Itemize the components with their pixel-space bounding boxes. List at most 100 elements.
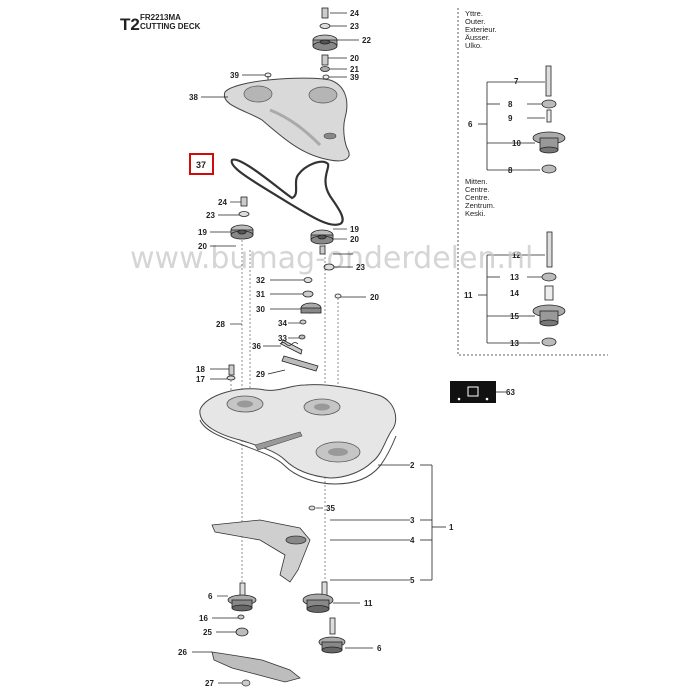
callout-13a: 13	[510, 273, 519, 282]
lang-centre-3: Centre.	[465, 193, 490, 202]
callout-8a: 8	[508, 100, 513, 109]
inset-outer-labels: Yttre. Outer. Exterieur. Äusser. Ulko.	[465, 9, 497, 50]
callout-31: 31	[256, 290, 265, 299]
diagram-header: T2 FR2213MA CUTTING DECK	[120, 13, 201, 34]
callout-39b: 39	[350, 73, 359, 82]
callout-11: 11	[464, 291, 473, 300]
kit-63: 63	[450, 381, 515, 403]
callout-17: 17	[196, 375, 205, 384]
centre-idler-stack	[310, 229, 342, 299]
callout-32: 32	[256, 276, 265, 285]
lang-centre-5: Keski.	[465, 209, 485, 218]
callout-24: 24	[350, 9, 359, 18]
inset-callouts: 7 8 6 9 10 8 12 13 11 14 15 13	[464, 77, 521, 348]
callout-10: 10	[512, 139, 521, 148]
inset-outer-spindle	[532, 65, 566, 174]
callout-6b: 6	[377, 644, 382, 653]
callout-20: 20	[350, 54, 359, 63]
callout-28: 28	[216, 320, 225, 329]
baffle-assembly	[211, 505, 316, 583]
callout-63: 63	[506, 388, 515, 397]
spindle-shaft-7	[545, 65, 552, 97]
lang-outer-4: Äusser.	[465, 33, 490, 42]
bearing-13b	[541, 337, 557, 347]
callout-35: 35	[326, 504, 335, 513]
callout-34: 34	[278, 319, 287, 328]
blade-26	[211, 651, 301, 683]
part-21	[320, 66, 330, 72]
callout-26: 26	[178, 648, 187, 657]
lang-outer-1: Yttre.	[465, 9, 483, 18]
callout-38: 38	[189, 93, 198, 102]
bolt-35	[308, 505, 316, 511]
callout-18: 18	[196, 365, 205, 374]
lang-outer-2: Outer.	[465, 17, 485, 26]
callout-23b: 23	[206, 211, 215, 220]
bearing-8	[541, 99, 557, 109]
inset-outer-bracket	[478, 81, 545, 171]
lang-centre-4: Zentrum.	[465, 201, 495, 210]
callout-2: 2	[410, 461, 415, 470]
callout-11: 11	[364, 599, 373, 608]
washer-17	[226, 375, 236, 381]
model-label: FR2213MA	[140, 13, 181, 22]
callout-12: 12	[512, 251, 521, 260]
callout-25: 25	[203, 628, 212, 637]
washer-23	[319, 23, 331, 29]
leader-lines	[192, 12, 373, 684]
bolt-39b	[322, 74, 330, 80]
main-callouts: 24 23 22 20 21 39 39 38 37 24 23 19 20 1…	[178, 9, 454, 688]
callout-5: 5	[410, 576, 415, 585]
spacer-20	[321, 54, 329, 66]
callout-37: 37	[196, 160, 206, 170]
callout-7: 7	[514, 77, 519, 86]
belt-cover-38	[223, 77, 350, 162]
kit-63-box	[450, 381, 496, 403]
spacer-9	[546, 109, 552, 123]
deck-bracket	[330, 464, 446, 581]
watermark-text: www.bumag-onderdelen.nl	[130, 241, 533, 276]
bolt-27	[241, 679, 251, 687]
callout-20b: 20	[198, 242, 207, 251]
callout-16: 16	[199, 614, 208, 623]
spindle-shaft-12	[546, 231, 553, 268]
top-pulley-stack	[264, 7, 338, 90]
callout-27: 27	[205, 679, 214, 688]
callout-14: 14	[510, 289, 519, 298]
callout-24b: 24	[218, 198, 227, 207]
bearing-13	[541, 272, 557, 282]
bearing-8b	[541, 164, 557, 174]
right-spindle-6	[318, 617, 346, 654]
callout-19a: 19	[198, 228, 207, 237]
bolt-18	[228, 364, 235, 376]
cutting-deck-2	[199, 384, 397, 485]
inset-centre-bracket	[478, 254, 545, 344]
callout-6: 6	[468, 120, 473, 129]
callout-22: 22	[362, 36, 371, 45]
callout-15: 15	[510, 312, 519, 321]
section-label: CUTTING DECK	[140, 22, 201, 31]
callout-20d: 20	[370, 293, 379, 302]
callout-21: 21	[350, 65, 359, 74]
idler-arm-assembly	[226, 277, 322, 381]
callout-4: 4	[410, 536, 415, 545]
callout-6a: 6	[208, 592, 213, 601]
left-idler-stack	[230, 196, 254, 240]
bolt-24	[321, 7, 329, 19]
callout-1: 1	[449, 523, 454, 532]
drive-belt-37	[230, 158, 344, 226]
callout-23c: 23	[356, 263, 365, 272]
spacer-14	[544, 285, 554, 301]
callout-9: 9	[508, 114, 513, 123]
callout-30: 30	[256, 305, 265, 314]
inset-centre-spindle	[532, 231, 566, 347]
page-code: T2	[120, 15, 140, 34]
highlight-box-37	[189, 153, 214, 175]
callout-33: 33	[278, 334, 287, 343]
lang-outer-3: Exterieur.	[465, 25, 497, 34]
callout-39a: 39	[230, 71, 239, 80]
callout-19b: 19	[350, 225, 359, 234]
lang-outer-5: Ulko.	[465, 41, 482, 50]
